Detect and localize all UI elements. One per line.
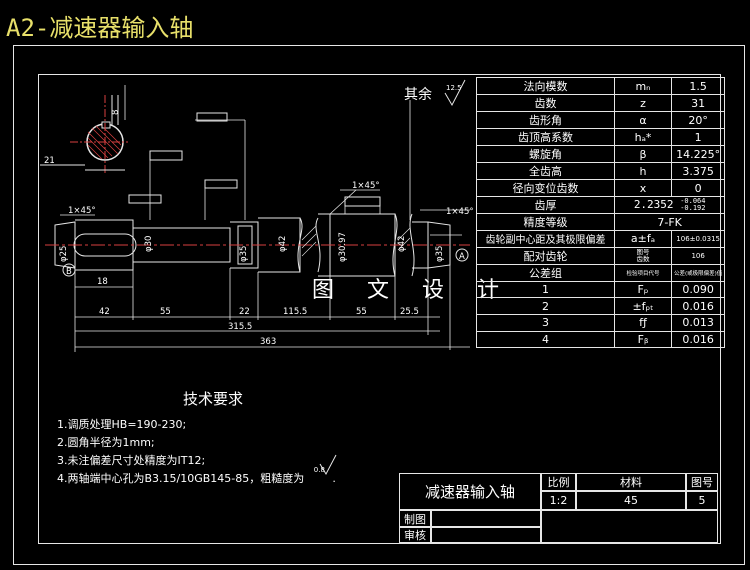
dim-55a: 55	[160, 307, 171, 317]
dia-30: φ30	[144, 236, 154, 252]
dim-18: 18	[97, 277, 108, 287]
dia-3097: φ30.97	[338, 232, 348, 262]
key-21: 21	[44, 156, 55, 166]
dia-42b: φ42	[397, 236, 407, 252]
dim-55b: 55	[356, 307, 367, 317]
blank-area	[541, 510, 718, 543]
scale-label: 比例	[541, 473, 576, 491]
requirement-item: 3.未注偏差尺寸处精度为IT12;	[57, 454, 206, 467]
table-row: 公差组检验项目代号公差(或极限偏差)值	[476, 263, 726, 282]
material-label: 材料	[576, 473, 686, 491]
table-row: 齿厚 2.2352 -0.064 -0.192	[476, 196, 726, 214]
chamfer-right: 1×45°	[446, 207, 474, 217]
drawing-no-value: 5	[686, 491, 718, 510]
drawn-label: 制图	[399, 510, 431, 527]
dim-315: 315.5	[228, 322, 252, 332]
scale-value: 1:2	[541, 491, 576, 510]
technical-requirements: 技术要求 1.调质处理HB=190-230; 2.圆角半径为1mm; 3.未注偏…	[57, 388, 336, 488]
requirements-heading: 技术要求	[183, 390, 244, 408]
dia-25: φ25	[59, 246, 69, 262]
requirement-end: .	[332, 472, 336, 485]
checked-value	[431, 527, 541, 543]
dim-22: 22	[239, 307, 250, 317]
tooth-thickness: 2.2352	[633, 198, 674, 211]
datum-a: A	[459, 252, 465, 262]
roughness-value: 0.8	[313, 466, 325, 474]
dia-35: φ35	[239, 246, 249, 262]
thickness-lower: -0.192	[680, 204, 706, 212]
thickness-upper: -0.064	[680, 197, 706, 205]
outer-frame	[13, 45, 745, 565]
part-name: 减速器输入轴	[399, 473, 541, 510]
dim-42: 42	[99, 307, 110, 317]
key-8: 8	[111, 110, 121, 115]
drawn-value	[431, 510, 541, 527]
requirement-item-row: 4.两轴端中心孔为B3.15/10GB145-85，粗糙度为 0.8 .	[57, 466, 336, 488]
datum-b: B	[66, 267, 72, 277]
watermark: 图 文 设 计	[312, 278, 512, 303]
requirement-item: 4.两轴端中心孔为B3.15/10GB145-85，粗糙度为	[57, 472, 305, 485]
dia-35r: φ35	[435, 246, 445, 262]
dim-363: 363	[260, 337, 276, 347]
roughness-remaining: 12.5	[446, 84, 462, 92]
remaining-label: 其余	[404, 86, 432, 103]
chamfer-mid: 1×45°	[352, 181, 380, 191]
requirement-item: 1.调质处理HB=190-230;	[57, 418, 187, 431]
checked-label: 审核	[399, 527, 431, 543]
page-title: A2-减速器输入轴	[6, 14, 194, 42]
chamfer-left: 1×45°	[68, 206, 96, 216]
requirement-item: 2.圆角半径为1mm;	[57, 436, 155, 449]
dim-25: 25.5	[400, 307, 419, 317]
dia-42a: φ42	[278, 236, 288, 252]
material-value: 45	[576, 491, 686, 510]
drawing-no-label: 图号	[686, 473, 718, 491]
dim-115: 115.5	[283, 307, 307, 317]
